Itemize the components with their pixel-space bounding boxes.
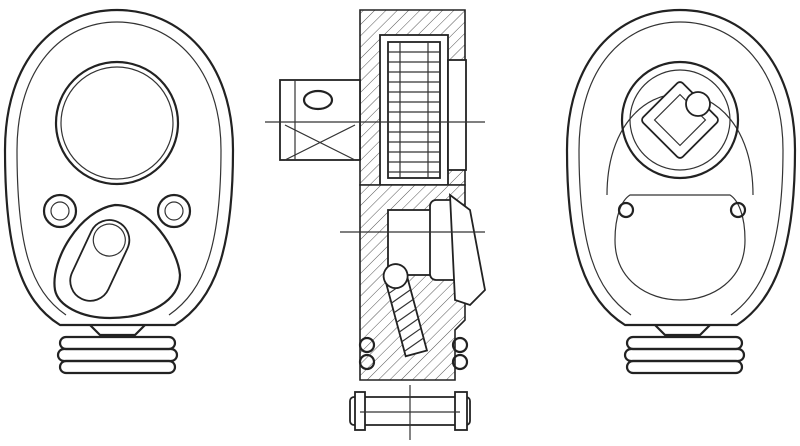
front-view [3,8,235,375]
reversing-lever [69,219,131,302]
square-drive-end [641,81,719,159]
screw-right [156,193,192,229]
detent-ball [302,89,334,111]
rear-bore [620,60,740,180]
handle-rings-front [56,335,179,375]
handle-rings-rear [623,335,746,375]
hole-right [729,201,747,219]
ratchet-gear [387,41,441,179]
rear-view [565,8,797,375]
screw-left [42,193,78,229]
hole-left [617,201,635,219]
square-drive-bore [54,60,180,186]
spring [382,263,429,358]
square-drive [279,79,361,161]
release-button [685,91,711,117]
reversing-lever-plate [53,203,182,320]
lever-section [449,193,486,307]
section-view [265,9,486,440]
handle-balls [358,336,469,371]
lower-cover [614,194,746,301]
